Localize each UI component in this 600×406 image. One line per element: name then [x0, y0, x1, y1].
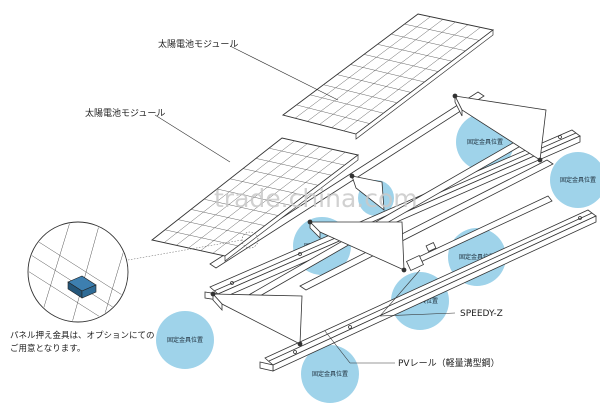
- leader-lines: [154, 45, 456, 364]
- cross-members: [209, 91, 554, 305]
- label-module-mid: 太陽電池モジュール: [85, 107, 165, 119]
- fixing-marker-7: [156, 311, 214, 369]
- label-speedy-z: SPEEDY-Z: [460, 309, 503, 319]
- solar-module-top: [281, 13, 495, 140]
- note-line-2: ご用意となります。: [10, 343, 85, 354]
- detail-circle: [27, 221, 129, 323]
- label-pv-rail: PVレール（軽量溝型鋼）: [398, 357, 500, 369]
- panel-clamp-icon: [67, 275, 97, 299]
- detail-source-marker: [241, 231, 259, 249]
- label-module-top: 太陽電池モジュール: [158, 38, 238, 50]
- fixing-marker-8-label: 固定金具位置: [312, 370, 348, 378]
- solar-module-mid: [150, 137, 360, 262]
- fixing-marker-7-label: 固定金具位置: [167, 336, 203, 344]
- bracket-upper-mid: [351, 175, 385, 211]
- fixing-marker-2-label: 固定金具位置: [560, 176, 596, 184]
- fixing-marker-5-label: 固定金具位置: [459, 253, 495, 261]
- fixing-marker-8: [301, 345, 359, 403]
- fixing-marker-1-label: 固定金具位置: [467, 138, 503, 146]
- speedy-z-fitting: [406, 242, 437, 272]
- fixing-marker-2: [550, 152, 600, 208]
- detail-inset: [27, 221, 259, 323]
- mounting-brackets: [210, 93, 547, 347]
- bracket-lower-left: [212, 293, 303, 345]
- pv-rails: [204, 129, 597, 372]
- watermark: trade.china.com: [214, 184, 418, 213]
- note-line-1: パネル押え金具は、オプションにての: [10, 330, 155, 341]
